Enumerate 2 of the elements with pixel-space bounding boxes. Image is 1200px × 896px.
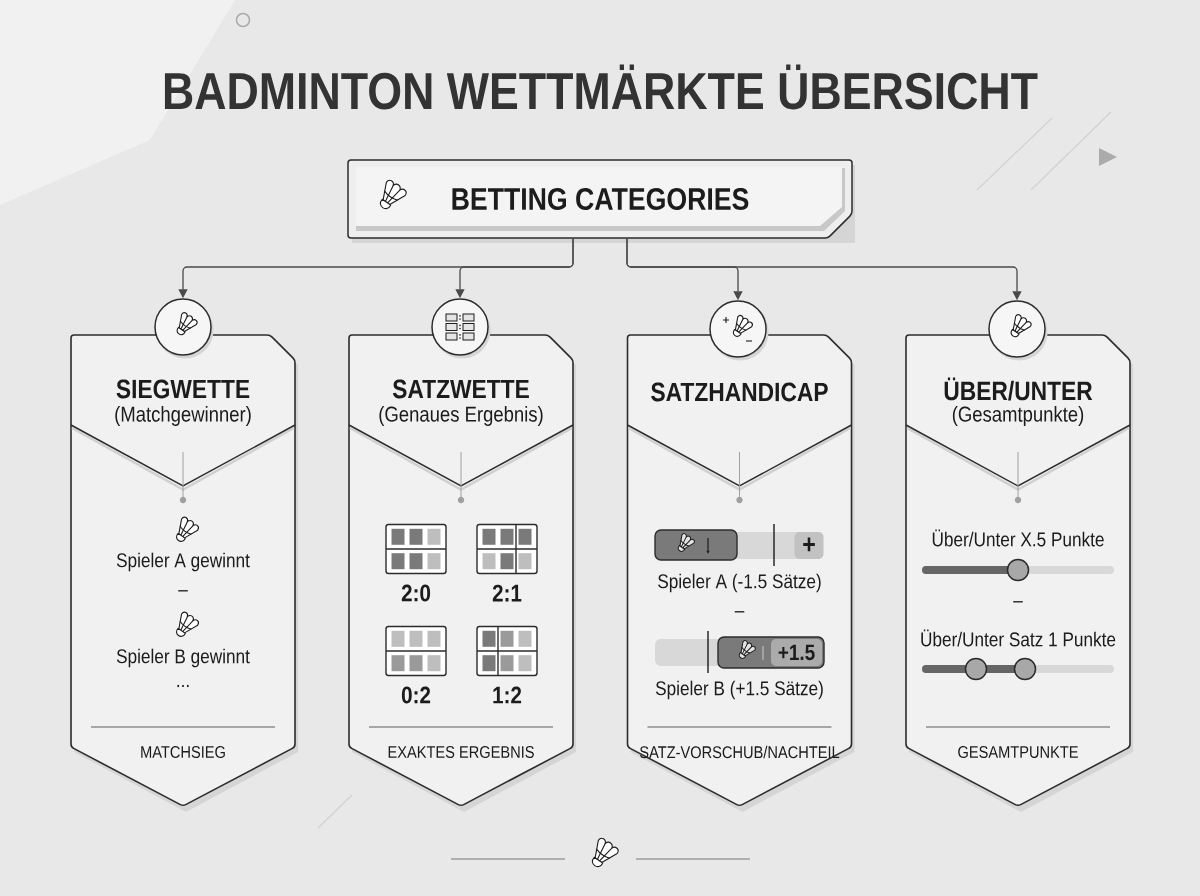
page-title: BADMINTON WETTMÄRKTE ÜBERSICHT [164, 64, 1038, 110]
category-header: BETTING CATEGORIES [347, 159, 855, 243]
